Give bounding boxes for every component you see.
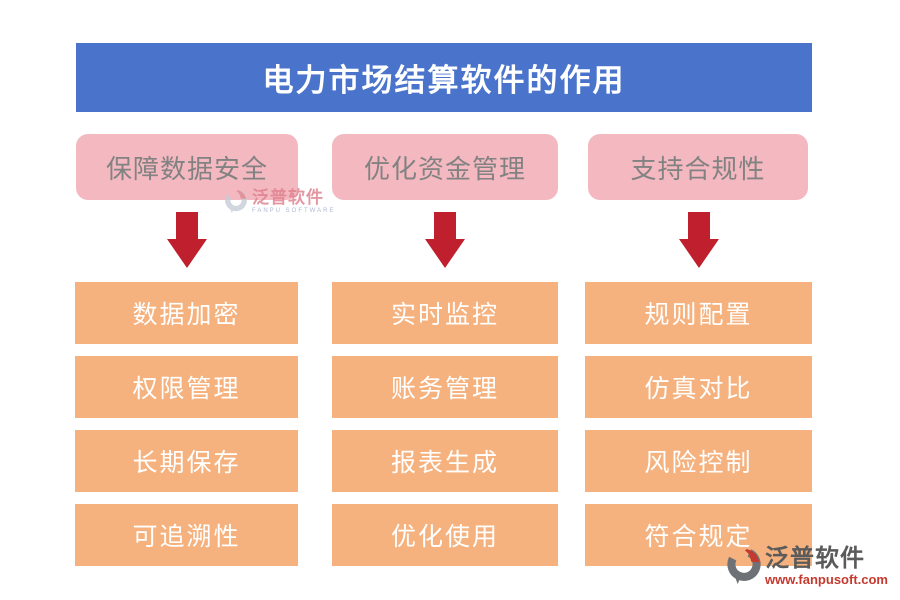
item-label: 数据加密: [132, 302, 241, 329]
item-label: 账务管理: [390, 376, 499, 403]
watermark-url-text: www.fanpusoft.com: [764, 572, 888, 587]
item-box-risk-control: 风险控制: [585, 430, 812, 492]
item-label: 符合规定: [644, 524, 753, 551]
fanpu-logo-icon: [726, 547, 762, 592]
item-box-optimized-usage: 优化使用: [332, 504, 558, 566]
inline-watermark: 泛普软件 FANPU SOFTWARE: [224, 189, 335, 223]
item-label: 规则配置: [644, 302, 753, 329]
item-label: 风险控制: [644, 450, 753, 477]
item-box-report-generation: 报表生成: [332, 430, 558, 492]
item-box-long-term-storage: 长期保存: [75, 430, 298, 492]
item-label: 权限管理: [132, 376, 241, 403]
category-header-compliance: 支持合规性: [588, 134, 808, 200]
category-header-label: 支持合规性: [630, 154, 766, 184]
item-label: 长期保存: [132, 450, 241, 477]
item-label: 实时监控: [390, 302, 499, 329]
item-label: 仿真对比: [644, 376, 753, 403]
item-box-regulation-compliance: 符合规定: [585, 504, 812, 566]
item-box-realtime-monitoring: 实时监控: [332, 282, 558, 344]
item-box-simulation-comparison: 仿真对比: [585, 356, 812, 418]
item-box-rule-configuration: 规则配置: [585, 282, 812, 344]
item-label: 可追溯性: [132, 524, 241, 551]
fanpu-logo-icon: [224, 189, 248, 220]
category-header-fund-management: 优化资金管理: [332, 134, 558, 200]
watermark-brand-text: 泛普软件: [252, 188, 324, 207]
item-label: 优化使用: [390, 524, 499, 551]
item-label: 报表生成: [390, 450, 499, 477]
item-box-account-management: 账务管理: [332, 356, 558, 418]
down-arrow-icon: [425, 212, 465, 268]
watermark-brand-text: 泛普软件: [764, 546, 865, 572]
page-title: 电力市场结算软件的作用: [262, 63, 626, 98]
watermark-sub-text: FANPU SOFTWARE: [252, 208, 336, 214]
item-box-data-encryption: 数据加密: [75, 282, 298, 344]
down-arrow-icon: [167, 212, 207, 268]
category-header-label: 优化资金管理: [363, 154, 526, 184]
item-box-traceability: 可追溯性: [75, 504, 298, 566]
category-header-data-security: 保障数据安全: [76, 134, 298, 200]
footer-watermark: 泛普软件 www.fanpusoft.com: [726, 547, 888, 592]
title-banner: 电力市场结算软件的作用: [76, 43, 812, 112]
item-box-permission-management: 权限管理: [75, 356, 298, 418]
category-header-label: 保障数据安全: [105, 154, 268, 184]
down-arrow-icon: [679, 212, 719, 268]
